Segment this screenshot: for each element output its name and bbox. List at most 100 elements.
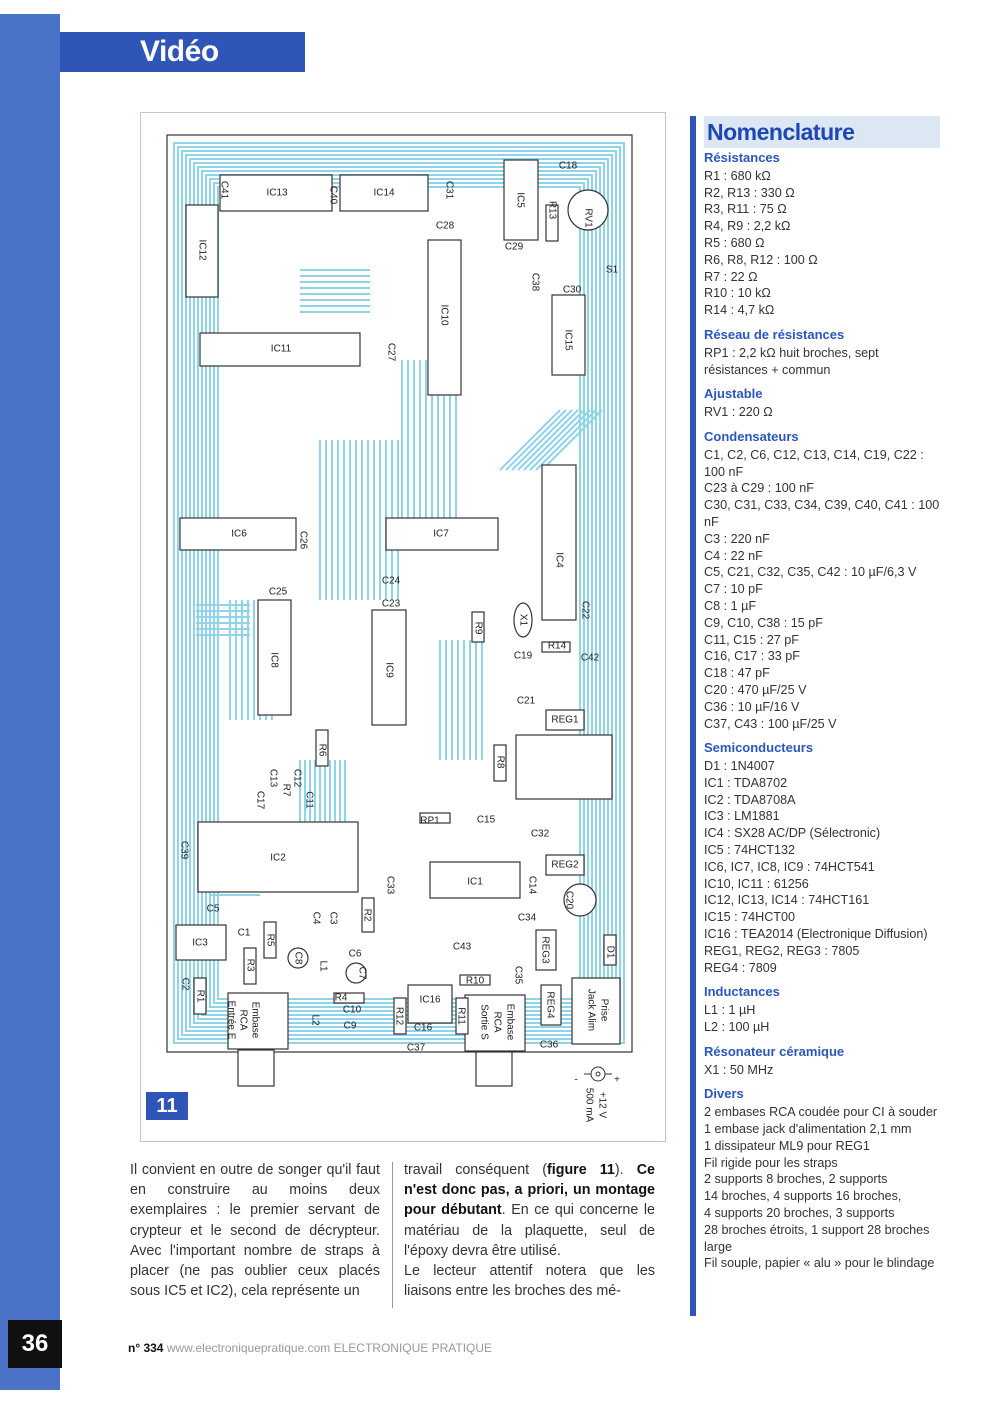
nomenclature-item: C23 à C29 : 100 nF xyxy=(704,481,814,496)
pcb-label-embase-e-2: RCA xyxy=(237,1009,248,1030)
nomenclature-item: IC15 : 74HCT00 xyxy=(704,910,795,925)
pcb-label-r9: R9 xyxy=(472,622,483,635)
nomenclature-item: C11, C15 : 27 pF xyxy=(704,632,799,647)
nomenclature-section-title: Réseau de résistances xyxy=(704,326,845,342)
pcb-label-c17: C17 xyxy=(254,791,265,810)
pcb-label-r4: R4 xyxy=(335,993,348,1004)
text-segment: ). xyxy=(614,1162,637,1178)
pcb-label-c2: C2 xyxy=(179,978,190,991)
nomenclature-item: IC2 : TDA8708A xyxy=(704,792,796,807)
pcb-label-ic15: IC15 xyxy=(562,329,573,351)
nomenclature-item: REG1, REG2, REG3 : 7805 xyxy=(704,943,860,958)
text-segment: travail conséquent ( xyxy=(404,1162,547,1178)
nomenclature-item: 2 supports 8 broches, 2 supports xyxy=(704,1172,888,1187)
pcb-label-c21: C21 xyxy=(517,696,536,707)
pcb-label-d1: D1 xyxy=(604,946,615,959)
figure-reference: figure 11 xyxy=(546,1162,615,1178)
pcb-label-reg2: REG2 xyxy=(551,860,579,871)
pcb-label-embase-e-1: Embase xyxy=(249,1002,260,1039)
pcb-label-reg3: REG3 xyxy=(539,936,550,964)
pcb-label-embase-e-3: Entrée E xyxy=(225,1001,236,1040)
pcb-label-x1: X1 xyxy=(517,614,528,627)
nomenclature-item: C8 : 1 µF xyxy=(704,598,757,613)
pcb-label-c38: C38 xyxy=(529,273,540,292)
pcb-label-c37: C37 xyxy=(407,1043,426,1054)
nomenclature-title: Nomenclature xyxy=(707,119,855,145)
nomenclature-item: R6, R8, R12 : 100 Ω xyxy=(704,252,818,267)
pcb-label-reg1: REG1 xyxy=(551,715,579,726)
left-margin-bar xyxy=(0,14,60,1390)
nomenclature-item: IC3 : LM1881 xyxy=(704,809,780,824)
pcb-label-c36: C36 xyxy=(540,1040,559,1051)
nomenclature-item: R10 : 10 kΩ xyxy=(704,286,771,301)
nomenclature-item: R2, R13 : 330 Ω xyxy=(704,185,795,200)
pcb-label-prise-2: Jack Alim xyxy=(585,989,596,1031)
nomenclature-section-title: Inductances xyxy=(704,984,780,1000)
pcb-label-reg4: REG4 xyxy=(544,991,555,1019)
text-segment: Le lecteur attentif notera que les liais… xyxy=(404,1263,655,1300)
pcb-label-c28: C28 xyxy=(436,221,455,232)
nomenclature-section-title: Ajustable xyxy=(704,386,763,402)
pcb-label-ic2: IC2 xyxy=(270,853,286,864)
pcb-label-ic1: IC1 xyxy=(467,877,483,888)
pcb-label-ic8: IC8 xyxy=(268,652,279,668)
pcb-label-c23: C23 xyxy=(382,599,401,610)
pcb-label-s1: S1 xyxy=(606,265,619,276)
nomenclature-section-title: Semiconducteurs xyxy=(704,740,814,756)
nomenclature-item: C1, C2, C6, C12, C13, C14, C19, C22 : 10… xyxy=(704,447,924,479)
pcb-label-embase-s-3: Sortie S xyxy=(478,1004,489,1040)
pcb-label-c18: C18 xyxy=(559,161,578,172)
pcb-label-c12: C12 xyxy=(291,769,302,788)
pcb-label-prise-1: Prise xyxy=(598,999,609,1022)
nomenclature-item: C4 : 22 nF xyxy=(704,548,763,563)
nomenclature-item: IC6, IC7, IC8, IC9 : 74HCT541 xyxy=(704,859,875,874)
pcb-label-c22: C22 xyxy=(579,601,590,620)
nomenclature-item: RP1 : 2,2 kΩ huit broches, sept résistan… xyxy=(704,345,879,377)
pcb-label-r2: R2 xyxy=(361,909,372,922)
text-segment: . En ce qui concerne le matériau de la p… xyxy=(404,1202,655,1259)
nomenclature-item: C37, C43 : 100 µF/25 V xyxy=(704,716,837,731)
body-text-column-1: Il convient en outre de songer qu'il fau… xyxy=(130,1162,380,1300)
nomenclature-item: R1 : 680 kΩ xyxy=(704,168,771,183)
figure-11 xyxy=(140,112,666,1142)
page-footer: n° 334 www.electroniquepratique.com ELEC… xyxy=(128,1341,492,1355)
pcb-label-c29: C29 xyxy=(505,242,524,253)
pcb-label-ic11: IC11 xyxy=(271,344,292,355)
nomenclature-item: IC1 : TDA8702 xyxy=(704,775,788,790)
page-number: 36 xyxy=(21,1330,49,1357)
pcb-label-c20: C20 xyxy=(563,891,574,910)
pcb-label-ic6: IC6 xyxy=(231,529,247,540)
pcb-label-r12: R12 xyxy=(393,1007,404,1026)
nomenclature-item: X1 : 50 MHz xyxy=(704,1062,774,1077)
nomenclature-item: C30, C31, C33, C34, C39, C40, C41 : 100 … xyxy=(704,498,940,529)
pcb-label-r1: R1 xyxy=(194,990,205,1003)
pcb-label-c27: C27 xyxy=(385,343,396,362)
page-number-box xyxy=(8,1320,62,1368)
pcb-label-ic4: IC4 xyxy=(553,552,564,568)
pcb-label-ic14: IC14 xyxy=(373,188,395,199)
pcb-label-r11: R11 xyxy=(455,1007,466,1025)
nomenclature-item: RV1 : 220 Ω xyxy=(704,405,773,420)
pcb-label-ic12: IC12 xyxy=(196,239,207,261)
component-outlines xyxy=(175,159,621,1087)
pcb-label-power-1: +12 V xyxy=(596,1092,607,1119)
pcb-label-power-2: 500 mA xyxy=(583,1088,594,1123)
pcb-label-c19: C19 xyxy=(514,651,533,662)
nomenclature-item: Fil souple, papier « alu » pour le blind… xyxy=(704,1256,935,1271)
nomenclature-section-title: Résonateur céramique xyxy=(704,1043,845,1059)
pcb-label-ic3: IC3 xyxy=(192,938,208,949)
pcb-label-ic13: IC13 xyxy=(266,188,288,199)
nomenclature-item: R7 : 22 Ω xyxy=(704,269,758,284)
nomenclature-item: IC12, IC13, IC14 : 74HCT161 xyxy=(704,893,870,908)
pcb-label-c16: C16 xyxy=(414,1023,433,1034)
nomenclature-item: 1 embase jack d'alimentation 2,1 mm xyxy=(704,1122,912,1137)
nomenclature-item: IC16 : TEA2014 (Electronique Diffusion) xyxy=(704,927,928,942)
nomenclature-item: C16, C17 : 33 pF xyxy=(704,649,800,664)
pcb-label-c15: C15 xyxy=(477,815,496,826)
pcb-label-c32: C32 xyxy=(531,829,550,840)
pcb-label-r10: R10 xyxy=(466,976,485,987)
pcb-label-minus: - xyxy=(574,1075,577,1086)
pcb-label-c13: C13 xyxy=(267,769,278,788)
website: www.electroniquepratique.com xyxy=(166,1341,331,1355)
pcb-label-r13: R13 xyxy=(546,201,557,220)
